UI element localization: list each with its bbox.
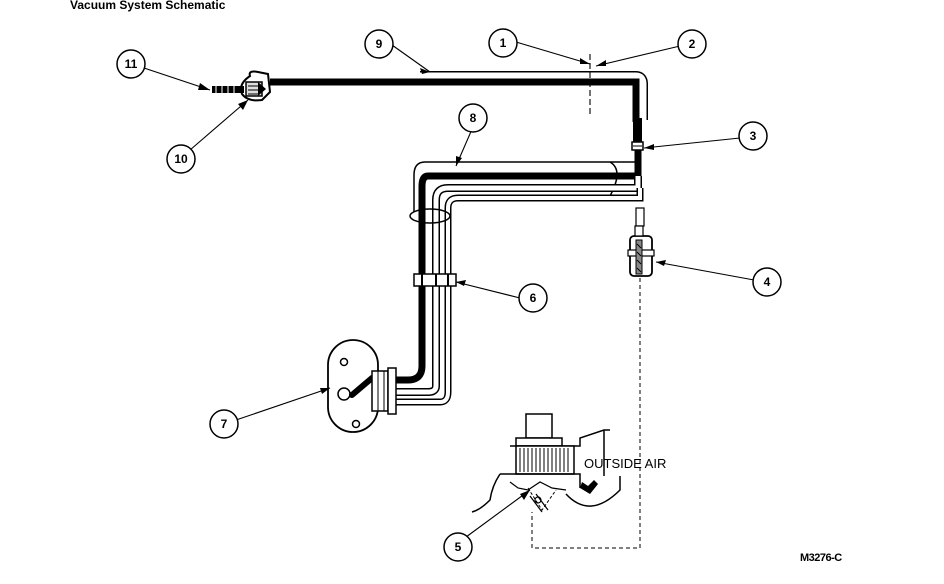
vacuum-actuator [327,339,397,433]
hose-clip [413,273,457,287]
svg-text:7: 7 [221,417,228,431]
restrictor-valve [627,225,655,277]
svg-text:9: 9 [376,37,383,51]
svg-text:3: 3 [750,129,757,143]
callout-11: 11 [116,49,146,79]
callout-1: 1 [488,28,518,58]
vacuum-check-valve [240,70,272,102]
linkage-dashed-line [531,278,641,549]
outside-air-label: OUTSIDE AIR [584,456,666,471]
callout-4: 4 [752,267,782,297]
svg-text:2: 2 [689,37,696,51]
hose-harness [392,150,644,406]
svg-text:8: 8 [470,111,477,125]
svg-text:10: 10 [174,152,188,166]
svg-text:11: 11 [125,57,138,71]
callout-leaders [143,41,755,541]
figure-id: M3276-C [800,552,842,564]
svg-text:6: 6 [530,291,537,305]
vacuum-source-fitting [212,86,244,93]
callout-6: 6 [518,283,548,313]
callout-7: 7 [209,409,239,439]
callout-arrowheads [198,58,666,500]
callout-3: 3 [738,121,768,151]
callout-8: 8 [458,103,488,133]
main-vacuum-hose [270,71,648,142]
diagram-title: Vacuum System Schematic [70,0,226,12]
callout-9: 9 [364,29,394,59]
svg-text:4: 4 [764,275,771,289]
hose-connector [631,141,644,151]
svg-text:1: 1 [500,36,507,50]
callout-10: 10 [166,144,196,174]
svg-text:5: 5 [455,540,462,554]
outside-air-door-assembly [471,413,621,513]
callout-2: 2 [677,29,707,59]
valve-hose [635,207,645,227]
callout-5: 5 [443,532,473,562]
